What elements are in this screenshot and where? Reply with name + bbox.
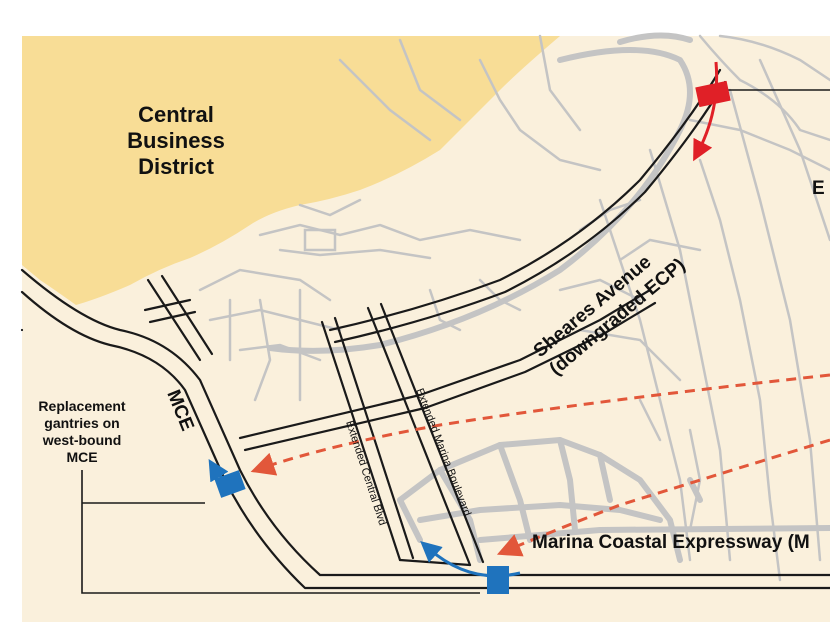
arrow-icon [420, 541, 521, 578]
gantry-note: Replacement gantries on west-bound MCE [38, 398, 125, 465]
mcex-label: Marina Coastal Expressway (M [532, 532, 810, 553]
route-arrow-icon [496, 438, 830, 557]
ecp-partial-label: E [812, 178, 825, 199]
gantry-icon [487, 566, 509, 594]
gantry-icon [695, 80, 731, 108]
gantry-note-line-3: west-bound [42, 432, 122, 448]
gantry-note-line-1: Replacement [38, 398, 125, 414]
route-arrow-icon [250, 373, 830, 476]
new-route-lines [250, 373, 830, 557]
cbd-label-line-2: Business [127, 128, 225, 153]
cbd-area [22, 36, 560, 305]
secondary-roads [267, 32, 830, 563]
gantry-icon [214, 470, 246, 498]
callout-leader [81, 470, 480, 594]
gantry-note-line-4: MCE [66, 449, 97, 465]
minor-road-network [198, 34, 830, 582]
cbd-label-line-1: Central [138, 102, 214, 127]
cbd-label-line-3: District [138, 154, 214, 179]
arrow-icon [693, 61, 719, 162]
major-road-network [20, 68, 830, 590]
gantry-note-line-2: gantries on [44, 415, 119, 431]
